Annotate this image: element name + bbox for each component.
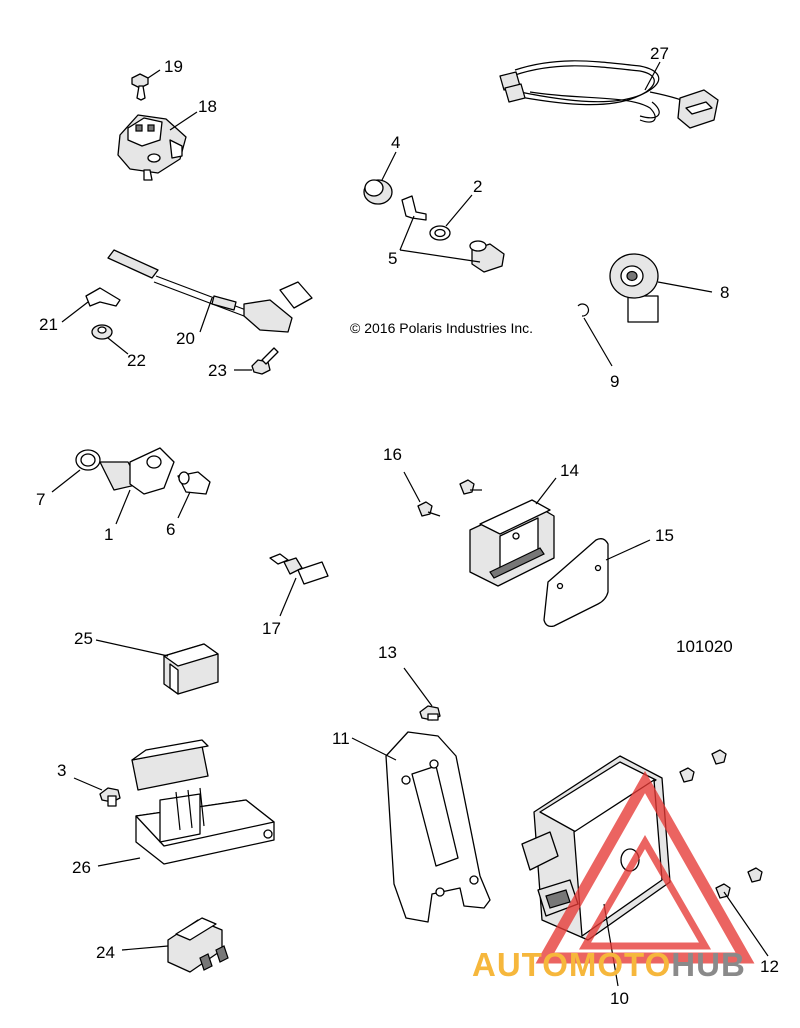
callout-8: 8 (720, 283, 729, 302)
callout-17: 17 (262, 619, 281, 638)
callout-2: 2 (473, 177, 482, 196)
part-27-harness (499, 60, 719, 129)
diagram-id: 101020 (676, 637, 733, 656)
part-25-relay (95, 639, 219, 695)
callout-14: 14 (560, 461, 579, 480)
callout-4: 4 (391, 133, 400, 152)
part-21-clamp (61, 287, 121, 323)
callout-5: 5 (388, 249, 397, 268)
callout-21: 21 (39, 315, 58, 334)
callout-6: 6 (166, 520, 175, 539)
callout-20: 20 (176, 329, 195, 348)
part-4-cap (363, 151, 397, 205)
callout-18: 18 (198, 97, 217, 116)
callout-9: 9 (610, 372, 619, 391)
callout-11: 11 (332, 729, 350, 748)
part-7-o-ring (51, 449, 101, 493)
part-2-washer (429, 194, 473, 241)
part-15-gasket (543, 538, 651, 628)
callout-26: 26 (72, 858, 91, 877)
callout-12: 12 (760, 957, 779, 976)
callout-3: 3 (57, 761, 66, 780)
part-22-nut (91, 324, 129, 355)
part-23-bolt (234, 347, 279, 375)
watermark-triangle-icon (535, 770, 755, 964)
callout-13: 13 (378, 643, 397, 662)
part-16-screws (403, 471, 482, 517)
part-24-switch (121, 917, 229, 973)
watermark-logo: AUTOMOTOHUB (472, 770, 755, 983)
part-12-screws (679, 749, 769, 957)
part-6-sleeve (177, 471, 211, 519)
callout-7: 7 (36, 490, 45, 509)
svg-text:AUTOMOTOHUB: AUTOMOTOHUB (472, 946, 746, 983)
part-18-map-sensor (117, 111, 198, 181)
part-8-knock-sensor (609, 253, 713, 323)
callout-27: 27 (650, 44, 669, 63)
callout-25: 25 (74, 629, 93, 648)
part-19-bolt (131, 69, 161, 101)
part-1-cam-sensor (99, 447, 175, 525)
callout-labels: 19 18 27 4 2 5 8 9 21 20 22 23 © 2016 Po… (36, 44, 733, 1008)
callout-19: 19 (164, 57, 183, 76)
callout-10: 10 (610, 989, 629, 1008)
callout-16: 16 (383, 445, 402, 464)
callout-15: 15 (655, 526, 674, 545)
part-13-bolt (403, 667, 441, 721)
part-26-rectifier (97, 739, 275, 867)
part-5-clip (399, 195, 427, 251)
callout-22: 22 (127, 351, 146, 370)
watermark-text-secondary: HUB (671, 946, 746, 983)
part-9-clip (577, 303, 613, 367)
callout-1: 1 (104, 525, 113, 544)
part-14-module (469, 477, 557, 587)
part-17-temp-sensor (269, 553, 329, 617)
watermark-text-primary: AUTOMOTO (472, 946, 671, 983)
copyright-notice: © 2016 Polaris Industries Inc. (350, 320, 533, 336)
part-3-bolt (73, 777, 121, 807)
part-11-bracket (351, 731, 491, 923)
callout-24: 24 (96, 943, 115, 962)
part-5-sensor (399, 240, 505, 273)
part-20-speed-sensor (107, 249, 313, 333)
callout-23: 23 (208, 361, 227, 380)
